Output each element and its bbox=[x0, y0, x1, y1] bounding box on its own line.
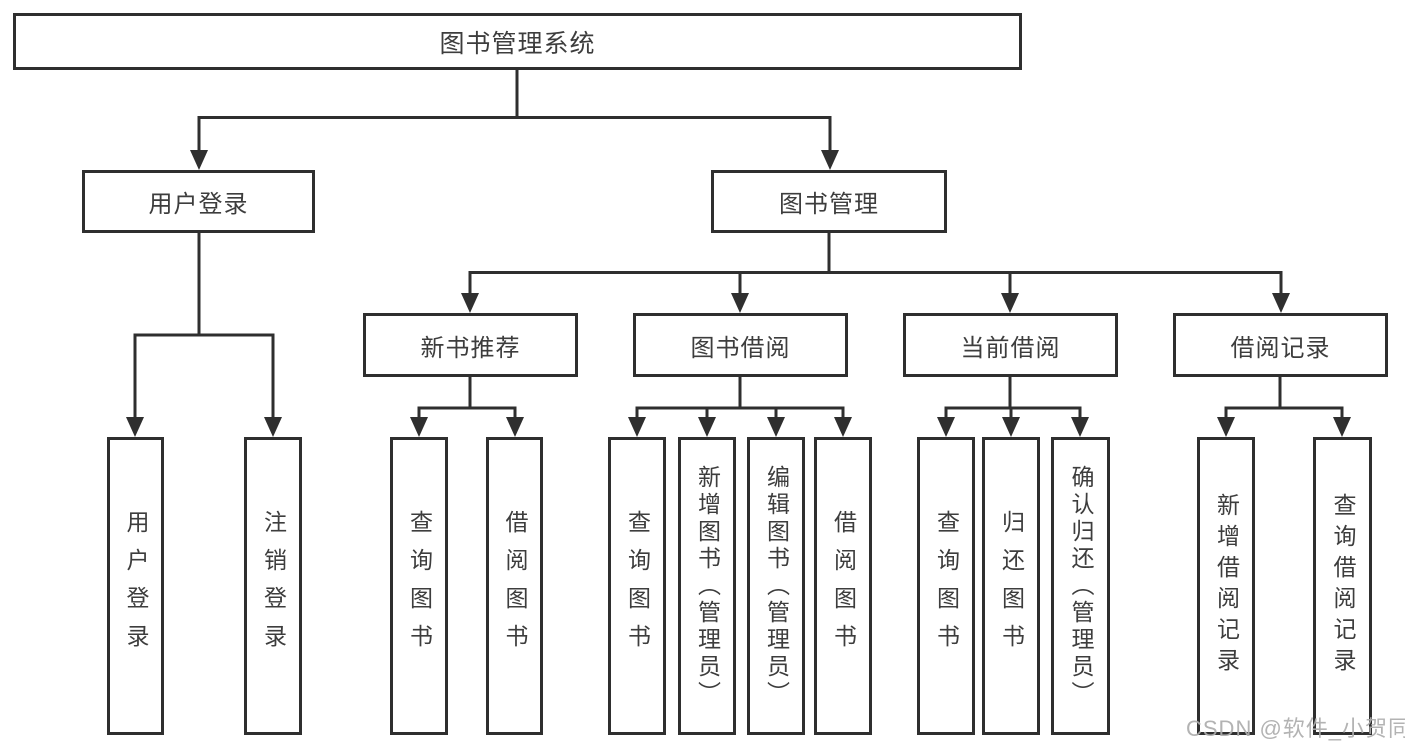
node-leaf-user-login: 用户登录 bbox=[107, 437, 164, 735]
node-label: 编辑图书（管理员） bbox=[763, 464, 790, 708]
csdn-watermark: CSDN @软件_小贺同学 bbox=[1186, 716, 1405, 741]
node-borrowing-records: 借阅记录 bbox=[1173, 313, 1388, 377]
node-label: 确认归还（管理员） bbox=[1068, 464, 1094, 708]
node-leaf-borrow-books-bb: 借阅图书 bbox=[814, 437, 872, 735]
node-label: 查询图书 bbox=[624, 510, 651, 662]
node-label: 归还图书 bbox=[998, 510, 1025, 662]
node-leaf-query-books-bb: 查询图书 bbox=[608, 437, 666, 735]
node-label: 新增借阅记录 bbox=[1213, 493, 1240, 679]
node-current-borrowing: 当前借阅 bbox=[903, 313, 1118, 377]
node-label: 用户登录 bbox=[123, 510, 149, 662]
node-label: 当前借阅 bbox=[960, 334, 1061, 362]
node-book-management: 图书管理 bbox=[711, 170, 947, 233]
node-label: 查询借阅记录 bbox=[1330, 493, 1356, 679]
node-leaf-add-books-admin: 新增图书（管理员） bbox=[678, 437, 736, 735]
node-new-book-recommendation: 新书推荐 bbox=[363, 313, 578, 377]
node-leaf-add-borrow-record: 新增借阅记录 bbox=[1197, 437, 1255, 735]
node-leaf-borrow-books-rec: 借阅图书 bbox=[486, 437, 543, 735]
node-leaf-query-books-cb: 查询图书 bbox=[917, 437, 975, 735]
node-library-management-system: 图书管理系统 bbox=[13, 13, 1022, 70]
node-leaf-query-books-rec: 查询图书 bbox=[390, 437, 448, 735]
node-label: 新书推荐 bbox=[420, 334, 521, 362]
node-label: 注销登录 bbox=[260, 510, 287, 662]
node-label: 借阅记录 bbox=[1230, 334, 1331, 362]
node-label: 借阅图书 bbox=[502, 510, 528, 662]
node-book-borrowing: 图书借阅 bbox=[633, 313, 848, 377]
node-label: 查询图书 bbox=[406, 510, 433, 662]
node-label: 图书管理系统 bbox=[439, 29, 596, 58]
node-label: 图书管理 bbox=[779, 191, 879, 218]
node-label: 借阅图书 bbox=[830, 510, 857, 662]
node-leaf-logout: 注销登录 bbox=[244, 437, 302, 735]
node-label: 图书借阅 bbox=[690, 334, 791, 362]
node-leaf-confirm-return-admin: 确认归还（管理员） bbox=[1051, 437, 1110, 735]
node-user-login: 用户登录 bbox=[82, 170, 315, 233]
node-leaf-edit-books-admin: 编辑图书（管理员） bbox=[747, 437, 805, 735]
node-leaf-query-borrow-record: 查询借阅记录 bbox=[1313, 437, 1372, 735]
node-label: 用户登录 bbox=[148, 191, 249, 218]
node-label: 查询图书 bbox=[933, 510, 960, 662]
node-label: 新增图书（管理员） bbox=[694, 464, 721, 708]
node-leaf-return-books: 归还图书 bbox=[982, 437, 1040, 735]
